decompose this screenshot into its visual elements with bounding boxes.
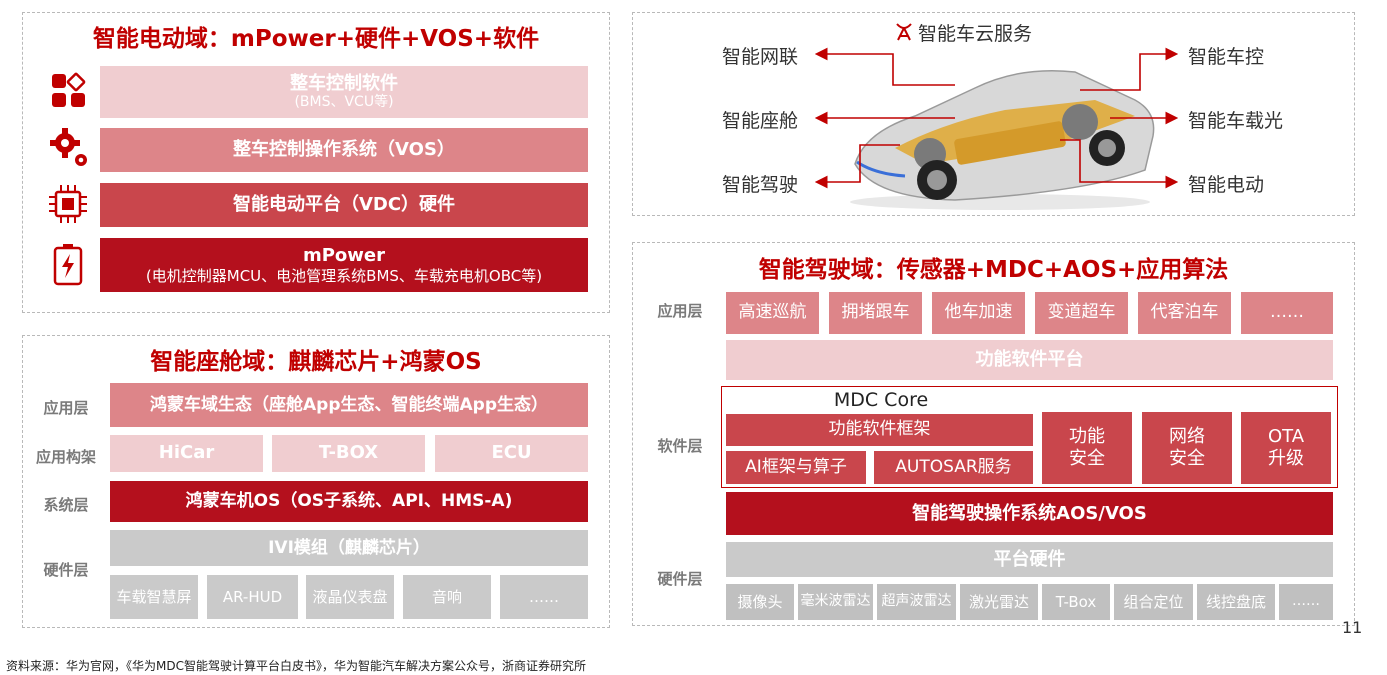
cockpit-domain-panel: 智能座舱域：麒麟芯片+鸿蒙OS bbox=[22, 335, 610, 628]
vdc-title: 智能电动平台（VDC）硬件 bbox=[232, 194, 456, 216]
hw-item-ultrasonic-radar: 超声波雷达 bbox=[877, 584, 956, 620]
cockpit-label: 智能座舱 bbox=[722, 110, 799, 132]
autosar-service-box: AUTOSAR服务 bbox=[874, 451, 1033, 484]
battery-icon bbox=[53, 244, 83, 286]
vehicle-light-label: 智能车载光 bbox=[1188, 110, 1284, 132]
app-item-traffic-follow: 拥堵跟车 bbox=[829, 292, 922, 334]
framework-item-hicar: HiCar bbox=[110, 435, 263, 472]
vehicle-control-software-title: 整车控制软件 bbox=[290, 72, 398, 94]
hw-item-more: …… bbox=[1279, 584, 1333, 620]
ota-upgrade-box: OTA 升级 bbox=[1241, 412, 1331, 484]
functional-safety-box: 功能 安全 bbox=[1042, 412, 1132, 484]
hw-item-integrated-positioning: 组合定位 bbox=[1114, 584, 1193, 620]
harmony-car-os-bar: 鸿蒙车机OS（OS子系统、API、HMS-A) bbox=[110, 481, 588, 522]
vdc-hardware-bar: 智能电动平台（VDC）硬件 bbox=[100, 183, 588, 227]
source-note: 资料来源：华为官网，《华为MDC智能驾驶计算平台白皮书》，华为智能汽车解决方案公… bbox=[6, 659, 586, 673]
function-software-platform-bar: 功能软件平台 bbox=[726, 340, 1333, 380]
electric-domain-title: 智能电动域：mPower+硬件+VOS+软件 bbox=[92, 26, 540, 52]
mpower-bar: mPower (电机控制器MCU、电池管理系统BMS、车载充电机OBC等) bbox=[100, 238, 588, 292]
network-security-box: 网络 安全 bbox=[1142, 412, 1232, 484]
mdc-core-frame bbox=[721, 386, 1338, 488]
hw-item-lcd-dashboard: 液晶仪表盘 bbox=[306, 575, 394, 619]
vehicle-control-label: 智能车控 bbox=[1188, 46, 1265, 68]
hw-item-by-wire-chassis: 线控盘底 bbox=[1197, 584, 1275, 620]
hw-item-mmwave-radar: 毫米波雷达 bbox=[798, 584, 873, 620]
cockpit-label-hardware: 硬件层 bbox=[43, 561, 89, 579]
hw-item-camera: 摄像头 bbox=[726, 584, 794, 620]
platform-hardware-bar: 平台硬件 bbox=[726, 542, 1333, 577]
cloud-signal-icon bbox=[896, 23, 912, 41]
harmony-ecosystem-bar: 鸿蒙车域生态（座舱App生态、智能终端App生态） bbox=[110, 383, 588, 427]
vehicle-control-software-bar: 整车控制软件 (BMS、VCU等) bbox=[100, 66, 588, 118]
electric-domain-panel: 智能电动域：mPower+硬件+VOS+软件 bbox=[22, 12, 610, 313]
mdc-core-title: MDC Core bbox=[833, 389, 929, 411]
apps-grid-icon bbox=[52, 72, 86, 107]
mpower-title: mPower bbox=[302, 245, 386, 267]
hw-item-more: …… bbox=[500, 575, 588, 619]
ivi-module-bar: IVI模组（麒麟芯片） bbox=[110, 530, 588, 566]
connectivity-label: 智能网联 bbox=[722, 46, 799, 68]
cloud-service-label: 智能车云服务 bbox=[918, 23, 1033, 45]
adas-domain-panel: 智能驾驶域：传感器+MDC+AOS+应用算法 bbox=[632, 242, 1355, 626]
vehicle-control-software-sub: (BMS、VCU等) bbox=[294, 94, 394, 111]
adas-os-bar: 智能驾驶操作系统AOS/VOS bbox=[726, 492, 1333, 535]
function-software-framework-box: 功能软件框架 bbox=[726, 414, 1033, 446]
hw-item-lidar: 激光雷达 bbox=[960, 584, 1038, 620]
hw-item-smart-screen: 车载智慧屏 bbox=[110, 575, 198, 619]
mpower-sub: (电机控制器MCU、电池管理系统BMS、车载充电机OBC等) bbox=[145, 266, 543, 285]
app-item-valet-parking: 代客泊车 bbox=[1138, 292, 1231, 334]
adas-label-app: 应用层 bbox=[657, 302, 703, 320]
electric-label: 智能电动 bbox=[1188, 174, 1265, 196]
autonomous-label: 智能驾驶 bbox=[722, 174, 799, 196]
ai-framework-box: AI框架与算子 bbox=[726, 451, 866, 484]
framework-item-tbox: T-BOX bbox=[272, 435, 425, 472]
vehicle-panel bbox=[632, 12, 1355, 216]
cockpit-label-framework: 应用构架 bbox=[35, 448, 96, 466]
vehicle-illustration bbox=[850, 69, 1155, 210]
adas-domain-title: 智能驾驶域：传感器+MDC+AOS+应用算法 bbox=[758, 257, 1229, 283]
adas-label-hardware: 硬件层 bbox=[657, 570, 703, 588]
hw-item-audio: 音响 bbox=[403, 575, 491, 619]
adas-label-software: 软件层 bbox=[657, 437, 703, 455]
app-item-more: …… bbox=[1241, 292, 1333, 334]
hw-item-ar-hud: AR-HUD bbox=[207, 575, 298, 619]
app-item-lane-change: 变道超车 bbox=[1035, 292, 1128, 334]
vos-title: 整车控制操作系统（VOS） bbox=[233, 139, 455, 161]
chip-icon bbox=[49, 185, 87, 223]
cockpit-label-app: 应用层 bbox=[43, 399, 89, 417]
cockpit-label-system: 系统层 bbox=[43, 496, 89, 514]
framework-item-ecu: ECU bbox=[435, 435, 588, 472]
hw-item-tbox: T-Box bbox=[1042, 584, 1110, 620]
cockpit-domain-title: 智能座舱域：麒麟芯片+鸿蒙OS bbox=[150, 349, 482, 375]
gears-icon bbox=[50, 128, 87, 166]
app-item-highway-cruise: 高速巡航 bbox=[726, 292, 819, 334]
app-item-overtake-accel: 他车加速 bbox=[932, 292, 1025, 334]
vos-bar: 整车控制操作系统（VOS） bbox=[100, 128, 588, 172]
page-number: 11 bbox=[1342, 618, 1363, 637]
